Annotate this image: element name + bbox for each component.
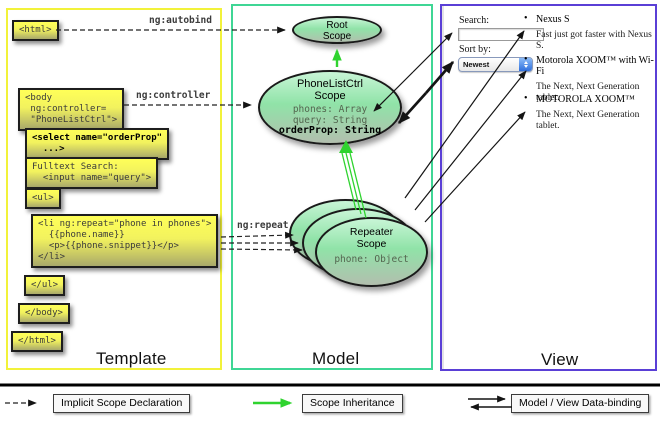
code-box-ul-close: </ul> [24, 275, 66, 296]
phonelistctrl-scope-ellipse: PhoneListCtrl Scope phones: Array query:… [258, 70, 402, 145]
phone-desc: Fast just got faster with Nexus S. [536, 30, 652, 51]
ng-autobind-label: ng:autobind [149, 15, 212, 26]
phone-name: Nexus S [536, 14, 570, 25]
ng-repeat-label: ng:repeat [237, 220, 289, 231]
phone-desc: The Next, Next Generation tablet. [536, 82, 640, 103]
phonelistctrl-scope-name: PhoneListCtrl Scope [296, 78, 364, 102]
bullet-icon: • [524, 54, 528, 65]
model-title: Model [312, 349, 360, 368]
bullet-icon: • [524, 13, 528, 24]
phonelistctrl-prop-phones: phones: Array [292, 104, 368, 115]
sort-select[interactable]: Newest [458, 57, 533, 72]
code-box-html-open: <html> [12, 20, 59, 41]
phone-list-item: • MOTOROLA XOOM™ The Next, Next Generati… [524, 93, 654, 132]
template-title: Template [96, 349, 167, 368]
repeater-scope-ellipse-front: Repeater Scope phone: Object [315, 217, 428, 287]
model-panel [231, 4, 433, 370]
code-box-li-repeat: <li ng:repeat="phone in phones"> {{phone… [31, 214, 219, 268]
legend-implicit-scope-declaration: Implicit Scope Declaration [53, 394, 191, 413]
ng-controller-label: ng:controller [136, 90, 211, 101]
phone-desc: The Next, Next Generation tablet. [536, 110, 640, 131]
code-box-html-close: </html> [11, 331, 63, 352]
phone-list-item: • Motorola XOOM™ with Wi-Fi The Next, Ne… [524, 54, 654, 104]
legend-model-view-databinding: Model / View Data-binding [511, 394, 650, 413]
root-scope-ellipse: Root Scope [292, 16, 382, 44]
code-box-fulltext-search: Fulltext Search: <input name="query"> [25, 157, 159, 189]
code-box-body-close: </body> [18, 303, 70, 324]
search-label: Search: [459, 15, 489, 26]
code-box-select: <select name="orderProp" ...> [25, 128, 170, 160]
code-box-body-open: <body ng:controller= "PhoneListCtrl"> [18, 88, 125, 131]
phonelistctrl-prop-query: query: String [292, 114, 368, 126]
legend-scope-inheritance: Scope Inheritance [302, 394, 403, 413]
repeater-prop-phone: phone: Object [334, 254, 409, 265]
phonelistctrl-prop-orderprop: orderProp: String [278, 125, 382, 136]
repeater-scope-name: Repeater Scope [349, 226, 394, 250]
code-box-ul-open: <ul> [25, 188, 61, 209]
root-scope-name: Root Scope [322, 20, 352, 42]
phone-name: MOTOROLA XOOM™ [536, 94, 635, 105]
sort-by-label: Sort by: [459, 44, 491, 55]
sort-select-value: Newest [463, 60, 490, 69]
view-title: View [541, 350, 579, 369]
bullet-icon: • [524, 93, 528, 104]
phone-list-item: • Nexus S Fast just got faster with Nexu… [524, 13, 654, 52]
phone-name: Motorola XOOM™ with Wi-Fi [536, 55, 654, 77]
